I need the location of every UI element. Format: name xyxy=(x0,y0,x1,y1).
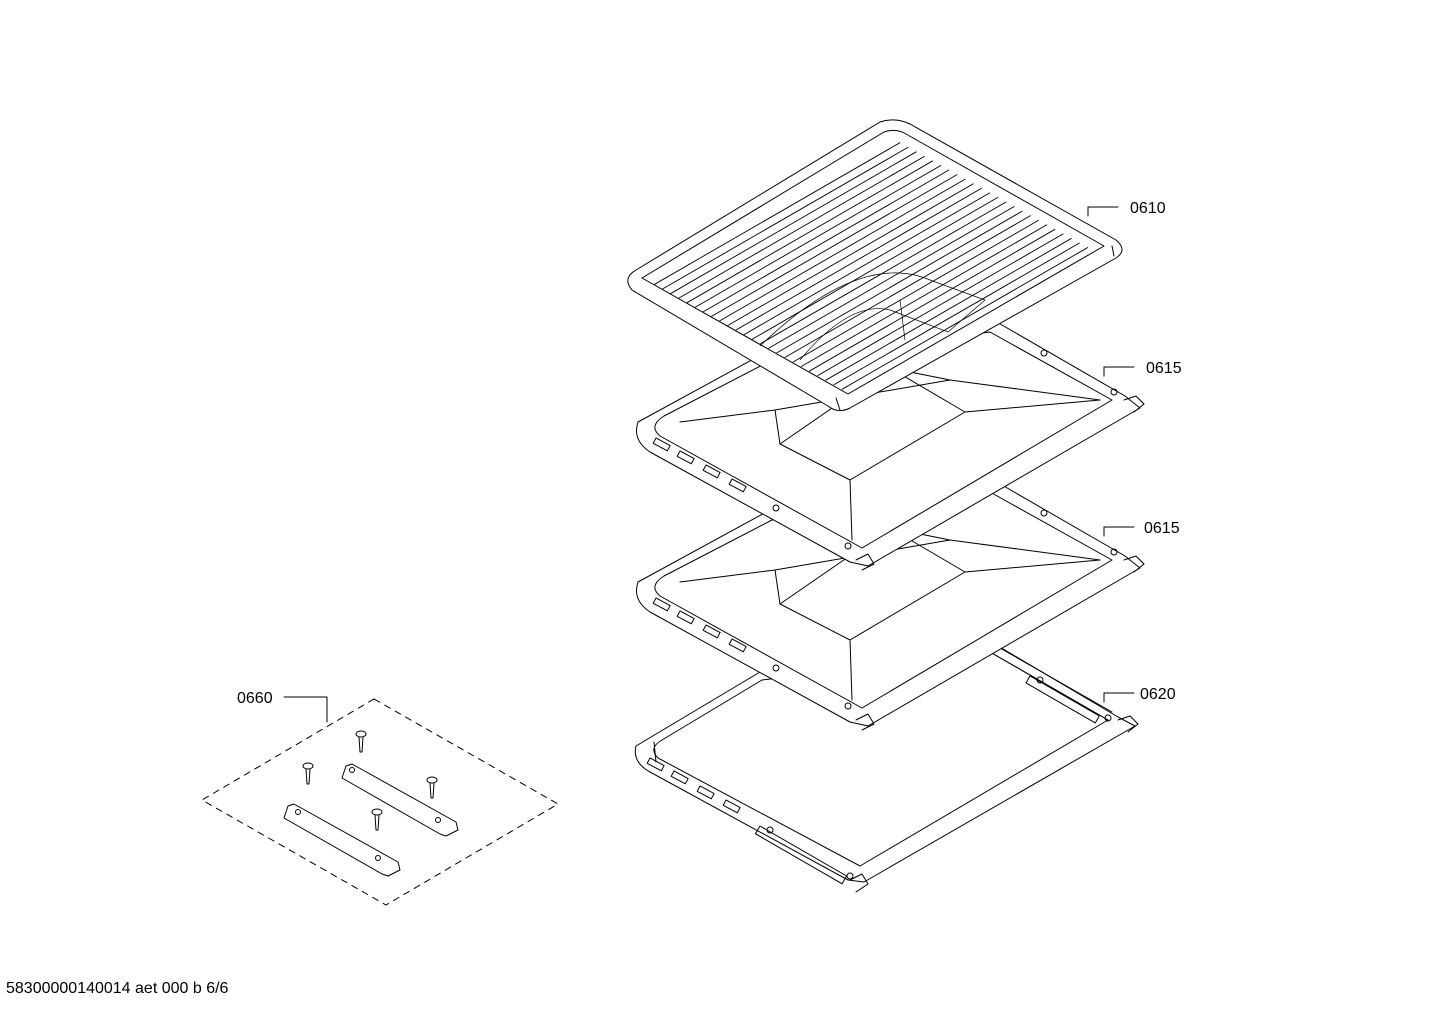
grid-wire xyxy=(694,164,942,308)
grid-wire xyxy=(784,215,1031,358)
grid-wire xyxy=(808,228,1056,372)
grid-wire xyxy=(825,237,1072,381)
grid-wire xyxy=(653,142,901,285)
part-label-0660: 0660 xyxy=(237,690,273,707)
screw xyxy=(371,808,383,831)
grid-wire xyxy=(719,178,966,322)
part-label-0620: 0620 xyxy=(1140,686,1176,703)
screw xyxy=(426,776,438,799)
guide-rail-upper xyxy=(341,763,459,837)
grid-wire xyxy=(768,206,1015,349)
wire-grid-0610 xyxy=(627,119,1123,412)
grid-wire xyxy=(760,201,1007,345)
screw xyxy=(302,762,314,785)
grid-wire xyxy=(711,174,958,317)
part-label-0615-upper: 0615 xyxy=(1146,360,1182,377)
grid-wire xyxy=(776,210,1023,354)
accessory-kit-0660 xyxy=(201,698,559,906)
grid-wire xyxy=(735,187,982,331)
grid-wire xyxy=(678,155,925,299)
telescopic-frame-0620 xyxy=(634,642,1139,893)
grid-wire xyxy=(751,196,999,340)
screw xyxy=(355,730,367,753)
drawing-number-footer: 58300000140014 aet 000 b 6/6 xyxy=(6,980,229,997)
grid-wire xyxy=(743,192,991,336)
grid-wire xyxy=(817,233,1064,377)
kit-dashed-boundary xyxy=(201,698,559,906)
grid-wire xyxy=(662,146,909,290)
grid-wire xyxy=(702,169,950,313)
grid-wire xyxy=(833,242,1080,386)
grid-wire xyxy=(841,247,1089,390)
baking-tray-0615-lower xyxy=(636,480,1145,731)
guide-rail-lower xyxy=(283,803,401,877)
grid-wire xyxy=(686,160,934,304)
grid-wire xyxy=(800,224,1048,368)
part-label-0615-lower: 0615 xyxy=(1144,520,1180,537)
leader-lines xyxy=(283,206,1135,723)
grid-wire xyxy=(792,219,1040,363)
part-label-0610: 0610 xyxy=(1130,200,1166,217)
grid-wire xyxy=(670,151,917,295)
grid-wire xyxy=(727,183,974,326)
